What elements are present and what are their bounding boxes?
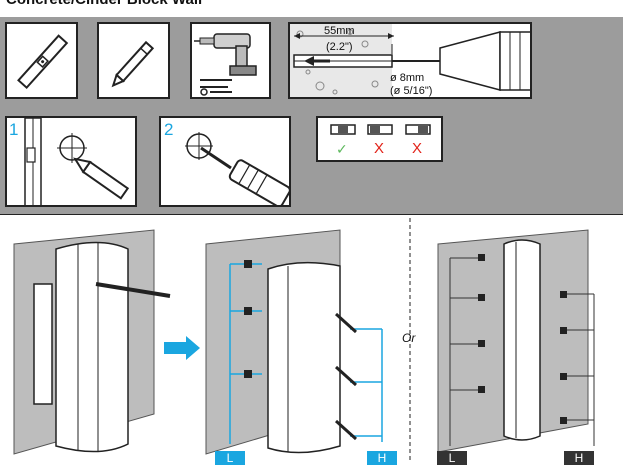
tag-h-dark: H xyxy=(564,451,594,465)
installation-diagrams xyxy=(0,214,623,461)
level-bad-right-icon: X xyxy=(412,140,423,157)
level-bubbles xyxy=(330,124,431,135)
step1-panel: 1 xyxy=(5,116,137,207)
or-label: Or xyxy=(402,331,416,345)
drill-depth-panel: 55mm (2.2") ø 8mm (ø 5/16") xyxy=(288,22,532,99)
spirit-level-icon xyxy=(17,34,69,90)
level-tool-panel xyxy=(5,22,78,99)
tag-l-dark: L xyxy=(437,451,467,465)
step2-panel: 2 xyxy=(159,116,291,207)
mark-hole-diagram xyxy=(24,118,130,205)
installation-area: Or L H L H xyxy=(0,214,623,465)
drill-diameter-mm: ø 8mm xyxy=(390,72,425,84)
pencil-icon xyxy=(111,40,155,88)
step2-number: 2 xyxy=(164,120,174,139)
level-bad-left-icon: X xyxy=(374,140,385,157)
step1-number: 1 xyxy=(9,120,19,139)
drill-tool-panel xyxy=(190,22,271,99)
drill-bit-diagram xyxy=(290,24,530,97)
level-check-panel: ✓ X X xyxy=(316,116,443,162)
pencil-tool-panel xyxy=(97,22,170,99)
drill-icon xyxy=(194,33,257,96)
drill-hole-diagram xyxy=(185,132,289,205)
drill-depth-in: (2.2") xyxy=(326,41,353,53)
tag-h-blue: H xyxy=(367,451,397,465)
level-ok-check-icon: ✓ xyxy=(336,141,348,157)
drill-diameter-in: (ø 5/16") xyxy=(390,85,433,97)
drill-depth-mm: 55mm xyxy=(324,25,355,37)
page-title: Concrete/Cinder Block Wall xyxy=(6,0,202,8)
tag-l-blue: L xyxy=(215,451,245,465)
